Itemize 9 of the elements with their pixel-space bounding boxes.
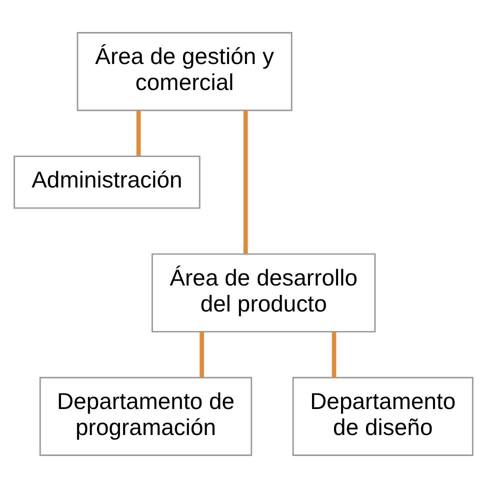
connector [244, 110, 248, 254]
node-box: Departamento de programación [39, 376, 252, 456]
node-box: Departamento de diseño [292, 376, 474, 456]
node-box: Administración [14, 156, 200, 209]
connector [136, 110, 141, 156]
node-box: Área de gestión y comercial [76, 32, 292, 112]
node-box: Área de desarrollo del producto [152, 253, 376, 332]
connector [332, 332, 336, 378]
connector [200, 332, 204, 378]
